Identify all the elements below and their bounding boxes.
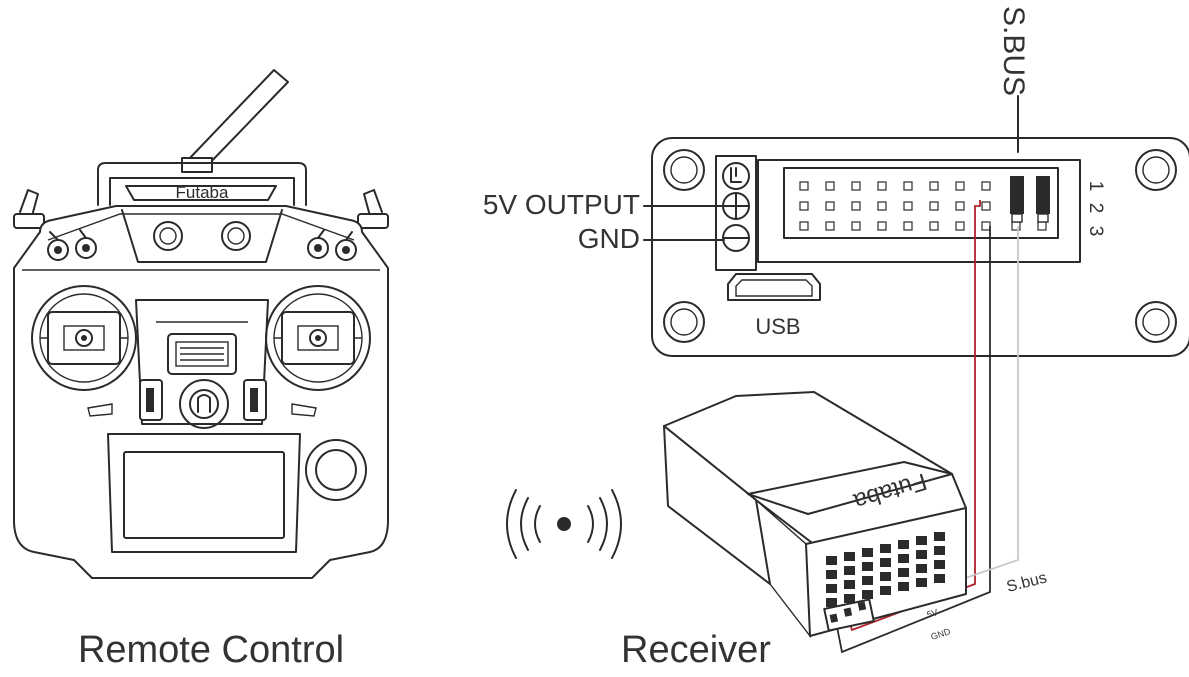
- left-switches: [47, 229, 97, 261]
- receiver-pin: [916, 564, 927, 573]
- header-pin: [851, 221, 861, 231]
- receiver-pin: [826, 556, 837, 565]
- header-pin: [799, 221, 809, 231]
- receiver-pin: [826, 584, 837, 593]
- right-toggle-switch: [357, 189, 389, 229]
- header-pin: [1037, 221, 1047, 231]
- header-pin: [929, 221, 939, 231]
- header-pin: [799, 181, 809, 191]
- row-label-1: 1: [1085, 181, 1106, 192]
- sbus-label: S.BUS: [997, 6, 1030, 96]
- receiver-pin: [844, 566, 855, 575]
- header-pin: [877, 181, 887, 191]
- wire-gnd: [835, 226, 991, 654]
- 5v-wire-label: 5V: [926, 607, 940, 620]
- right-stick-gimbal: [265, 285, 371, 391]
- receiver-pin: [898, 554, 909, 563]
- remote-caption: Remote Control: [78, 629, 344, 671]
- receiver-pin: [844, 594, 855, 603]
- row-labels: 1 2 3: [1085, 181, 1106, 237]
- header-pin: [825, 181, 835, 191]
- receiver-pins: [826, 532, 945, 607]
- receiver-pin: [826, 598, 837, 607]
- receiver-pin: [916, 536, 927, 545]
- receiver-pin: [880, 558, 891, 567]
- 5v-output-label: 5V OUTPUT: [483, 189, 640, 220]
- remote-control: Futaba: [13, 69, 389, 671]
- receiver-pin: [880, 544, 891, 553]
- header-pin: [981, 221, 991, 231]
- header-pins: [799, 181, 1047, 231]
- header-pin: [903, 181, 913, 191]
- usb-label: USB: [755, 314, 800, 339]
- left-stick-gimbal: [31, 285, 137, 391]
- mounting-holes: [663, 149, 1177, 343]
- header-pin: [955, 181, 965, 191]
- receiver-pin: [880, 586, 891, 595]
- receiver-pin: [898, 582, 909, 591]
- carry-handle: [97, 162, 307, 206]
- header-pin: [981, 181, 991, 191]
- antenna: [181, 69, 289, 173]
- header-pin: [955, 201, 965, 211]
- jog-dial: [305, 439, 367, 501]
- header-pin: [851, 201, 861, 211]
- header-pin: [877, 221, 887, 231]
- header-pin: [981, 201, 991, 211]
- receiver-pin: [862, 590, 873, 599]
- header-pin: [825, 221, 835, 231]
- top-knobs: [121, 209, 283, 263]
- wire-5v: [847, 200, 981, 632]
- sbus-wire-label: S.bus: [1005, 569, 1049, 595]
- receiver-pin: [862, 562, 873, 571]
- header-pin: [929, 201, 939, 211]
- wireless-signal-icon: [506, 489, 622, 559]
- row-label-3: 3: [1085, 226, 1106, 237]
- receiver: Futaba S.bus 5V GND Receiver: [621, 391, 1049, 671]
- pin-header: [757, 159, 1081, 263]
- header-pin: [825, 201, 835, 211]
- gnd-label: GND: [578, 223, 640, 254]
- receiver-pin: [934, 546, 945, 555]
- receiver-pin: [934, 560, 945, 569]
- left-toggle-switch: [13, 189, 45, 229]
- center-controls: [87, 299, 317, 429]
- right-switches: [307, 229, 357, 261]
- receiver-pin: [844, 580, 855, 589]
- receiver-pin: [862, 576, 873, 585]
- row-label-2: 2: [1085, 203, 1106, 214]
- receiver-pin: [916, 578, 927, 587]
- receiver-pin: [844, 552, 855, 561]
- gnd-wire-label: GND: [930, 626, 953, 642]
- receiver-pin: [898, 568, 909, 577]
- receiver-pin: [862, 548, 873, 557]
- receiver-pin: [934, 574, 945, 583]
- header-pin: [877, 201, 887, 211]
- header-pin: [903, 201, 913, 211]
- remote-body: [13, 205, 389, 579]
- receiver-pin: [898, 540, 909, 549]
- header-pin: [903, 221, 913, 231]
- header-pin: [929, 181, 939, 191]
- receiver-caption: Receiver: [621, 629, 771, 671]
- lcd-screen: [107, 433, 301, 553]
- receiver-pin: [880, 572, 891, 581]
- receiver-pin: [934, 532, 945, 541]
- receiver-pin: [916, 550, 927, 559]
- header-pin: [851, 181, 861, 191]
- controller-board: USB 1 2 3: [651, 137, 1189, 357]
- header-pin: [799, 201, 809, 211]
- remote-brand: Futaba: [176, 183, 229, 202]
- receiver-pin: [826, 570, 837, 579]
- header-pin: [955, 221, 965, 231]
- usb-port: [727, 273, 821, 301]
